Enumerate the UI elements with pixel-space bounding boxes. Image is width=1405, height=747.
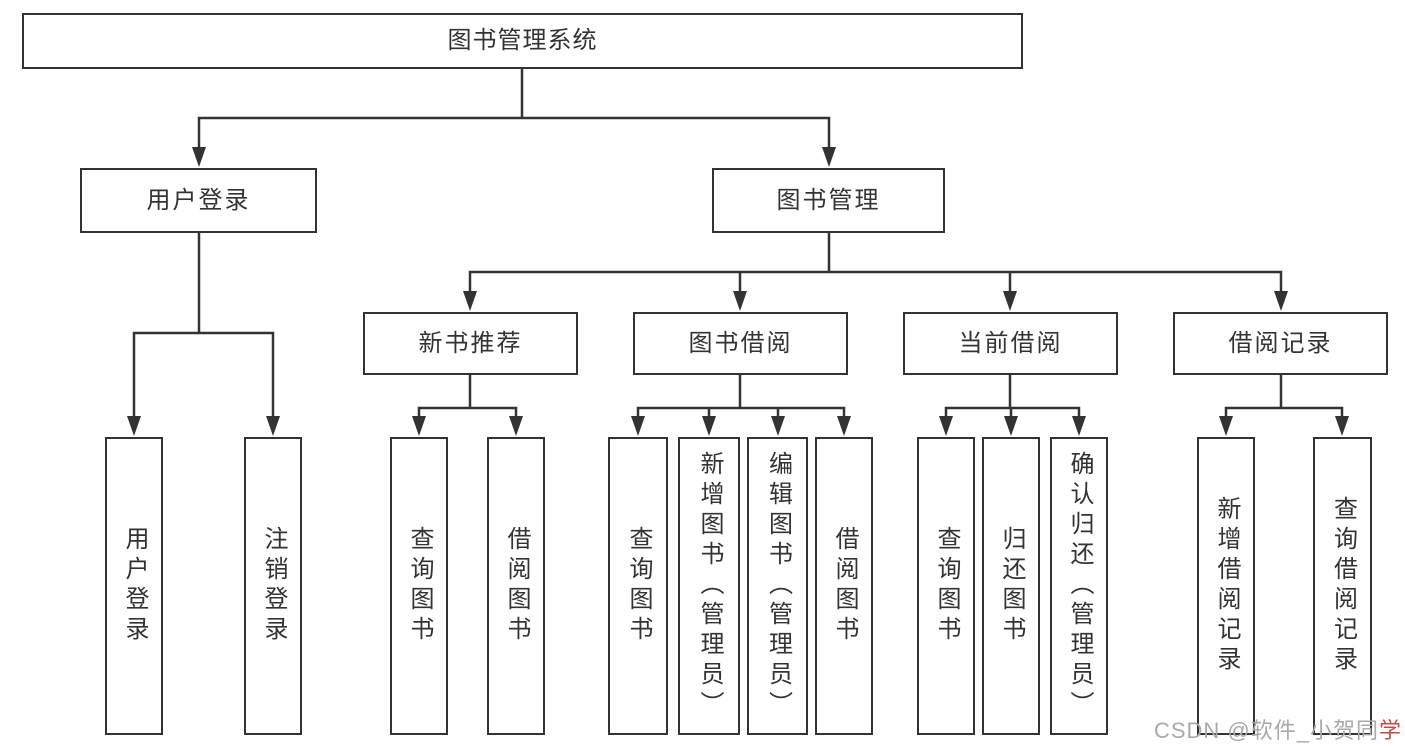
watermark: CSDN @软件_小贺同学 bbox=[1154, 713, 1402, 745]
node-new-book-recommend-label: 新书推荐 bbox=[418, 329, 523, 357]
leaf-newbooks-query: 查询图书 bbox=[390, 437, 448, 735]
arrowhead-icon bbox=[1274, 291, 1288, 311]
leaf-user-login-label: 用户登录 bbox=[121, 526, 148, 646]
connector-bookborrow-to-leaves bbox=[636, 373, 846, 421]
leaf-borrow-edit-admin-label: 编辑图书（管理员） bbox=[764, 451, 792, 721]
leaf-current-confirm-admin: 确认归还（管理员） bbox=[1050, 437, 1108, 735]
leaf-current-return-label: 归还图书 bbox=[998, 526, 1025, 646]
arrowhead-icon bbox=[509, 416, 523, 436]
node-book-borrow: 图书借阅 bbox=[633, 312, 848, 375]
arrowhead-icon bbox=[1072, 416, 1086, 436]
arrowhead-icon bbox=[192, 147, 206, 167]
leaf-current-confirm-admin-label: 确认归还（管理员） bbox=[1066, 451, 1093, 721]
arrowhead-icon bbox=[1003, 291, 1017, 311]
leaf-current-query-label: 查询图书 bbox=[933, 526, 960, 646]
connector-records-to-leaves bbox=[1224, 373, 1344, 421]
arrowhead-icon bbox=[733, 291, 747, 311]
arrowhead-icon bbox=[1335, 416, 1349, 436]
leaf-borrow-edit-admin: 编辑图书（管理员） bbox=[747, 437, 808, 735]
arrowhead-icon bbox=[939, 416, 953, 436]
arrowhead-icon bbox=[1219, 416, 1233, 436]
leaf-current-query: 查询图书 bbox=[917, 437, 975, 735]
leaf-newbooks-borrow-label: 借阅图书 bbox=[503, 526, 530, 646]
node-new-book-recommend: 新书推荐 bbox=[363, 312, 578, 375]
connector-newbooks-to-leaves bbox=[417, 373, 518, 421]
arrowhead-icon bbox=[837, 416, 851, 436]
leaf-logout-label: 注销登录 bbox=[260, 526, 287, 646]
leaf-borrow-query: 查询图书 bbox=[608, 437, 668, 735]
arrowhead-icon bbox=[412, 416, 426, 436]
leaf-newbooks-borrow: 借阅图书 bbox=[487, 437, 545, 735]
node-root-label: 图书管理系统 bbox=[447, 27, 598, 54]
arrowhead-icon bbox=[822, 147, 836, 167]
arrowhead-icon bbox=[771, 416, 785, 436]
leaf-borrow-query-label: 查询图书 bbox=[625, 526, 652, 646]
leaf-user-login: 用户登录 bbox=[105, 437, 163, 735]
node-book-management: 图书管理 bbox=[712, 168, 945, 233]
node-book-management-label: 图书管理 bbox=[776, 186, 881, 214]
arrowhead-icon bbox=[631, 416, 645, 436]
connector-mgmt-to-level2 bbox=[468, 231, 1283, 296]
arrowhead-icon bbox=[127, 416, 141, 436]
leaf-current-return: 归还图书 bbox=[982, 437, 1040, 735]
arrowhead-icon bbox=[266, 416, 280, 436]
connector-currentborrow-to-leaves bbox=[944, 373, 1081, 421]
leaf-borrow-borrow-label: 借阅图书 bbox=[831, 526, 858, 646]
arrowhead-icon bbox=[1004, 416, 1018, 436]
leaf-records-query-label: 查询借阅记录 bbox=[1329, 496, 1357, 676]
arrowhead-icon bbox=[702, 416, 716, 436]
leaf-borrow-borrow: 借阅图书 bbox=[815, 437, 873, 735]
node-borrow-records: 借阅记录 bbox=[1173, 312, 1388, 375]
node-user-login-label: 用户登录 bbox=[146, 186, 251, 214]
node-book-borrow-label: 图书借阅 bbox=[688, 329, 793, 357]
connector-root-to-level1 bbox=[197, 67, 831, 152]
node-borrow-records-label: 借阅记录 bbox=[1228, 329, 1333, 357]
watermark-text: CSDN @软件_小贺同 bbox=[1153, 718, 1379, 743]
leaf-borrow-add-admin: 新增图书（管理员） bbox=[678, 437, 740, 735]
leaf-records-add: 新增借阅记录 bbox=[1197, 437, 1255, 735]
connector-login-to-leaves bbox=[132, 231, 275, 421]
node-current-borrow-label: 当前借阅 bbox=[958, 329, 1063, 357]
leaf-records-add-label: 新增借阅记录 bbox=[1213, 496, 1240, 676]
leaf-borrow-add-admin-label: 新增图书（管理员） bbox=[696, 451, 723, 721]
node-current-borrow: 当前借阅 bbox=[903, 312, 1118, 375]
leaf-records-query: 查询借阅记录 bbox=[1313, 437, 1372, 735]
leaf-newbooks-query-label: 查询图书 bbox=[406, 526, 433, 646]
leaf-logout: 注销登录 bbox=[244, 437, 302, 735]
node-user-login: 用户登录 bbox=[80, 168, 317, 233]
node-root: 图书管理系统 bbox=[22, 13, 1023, 69]
watermark-accent: 学 bbox=[1378, 718, 1402, 743]
arrowhead-icon bbox=[463, 291, 477, 311]
